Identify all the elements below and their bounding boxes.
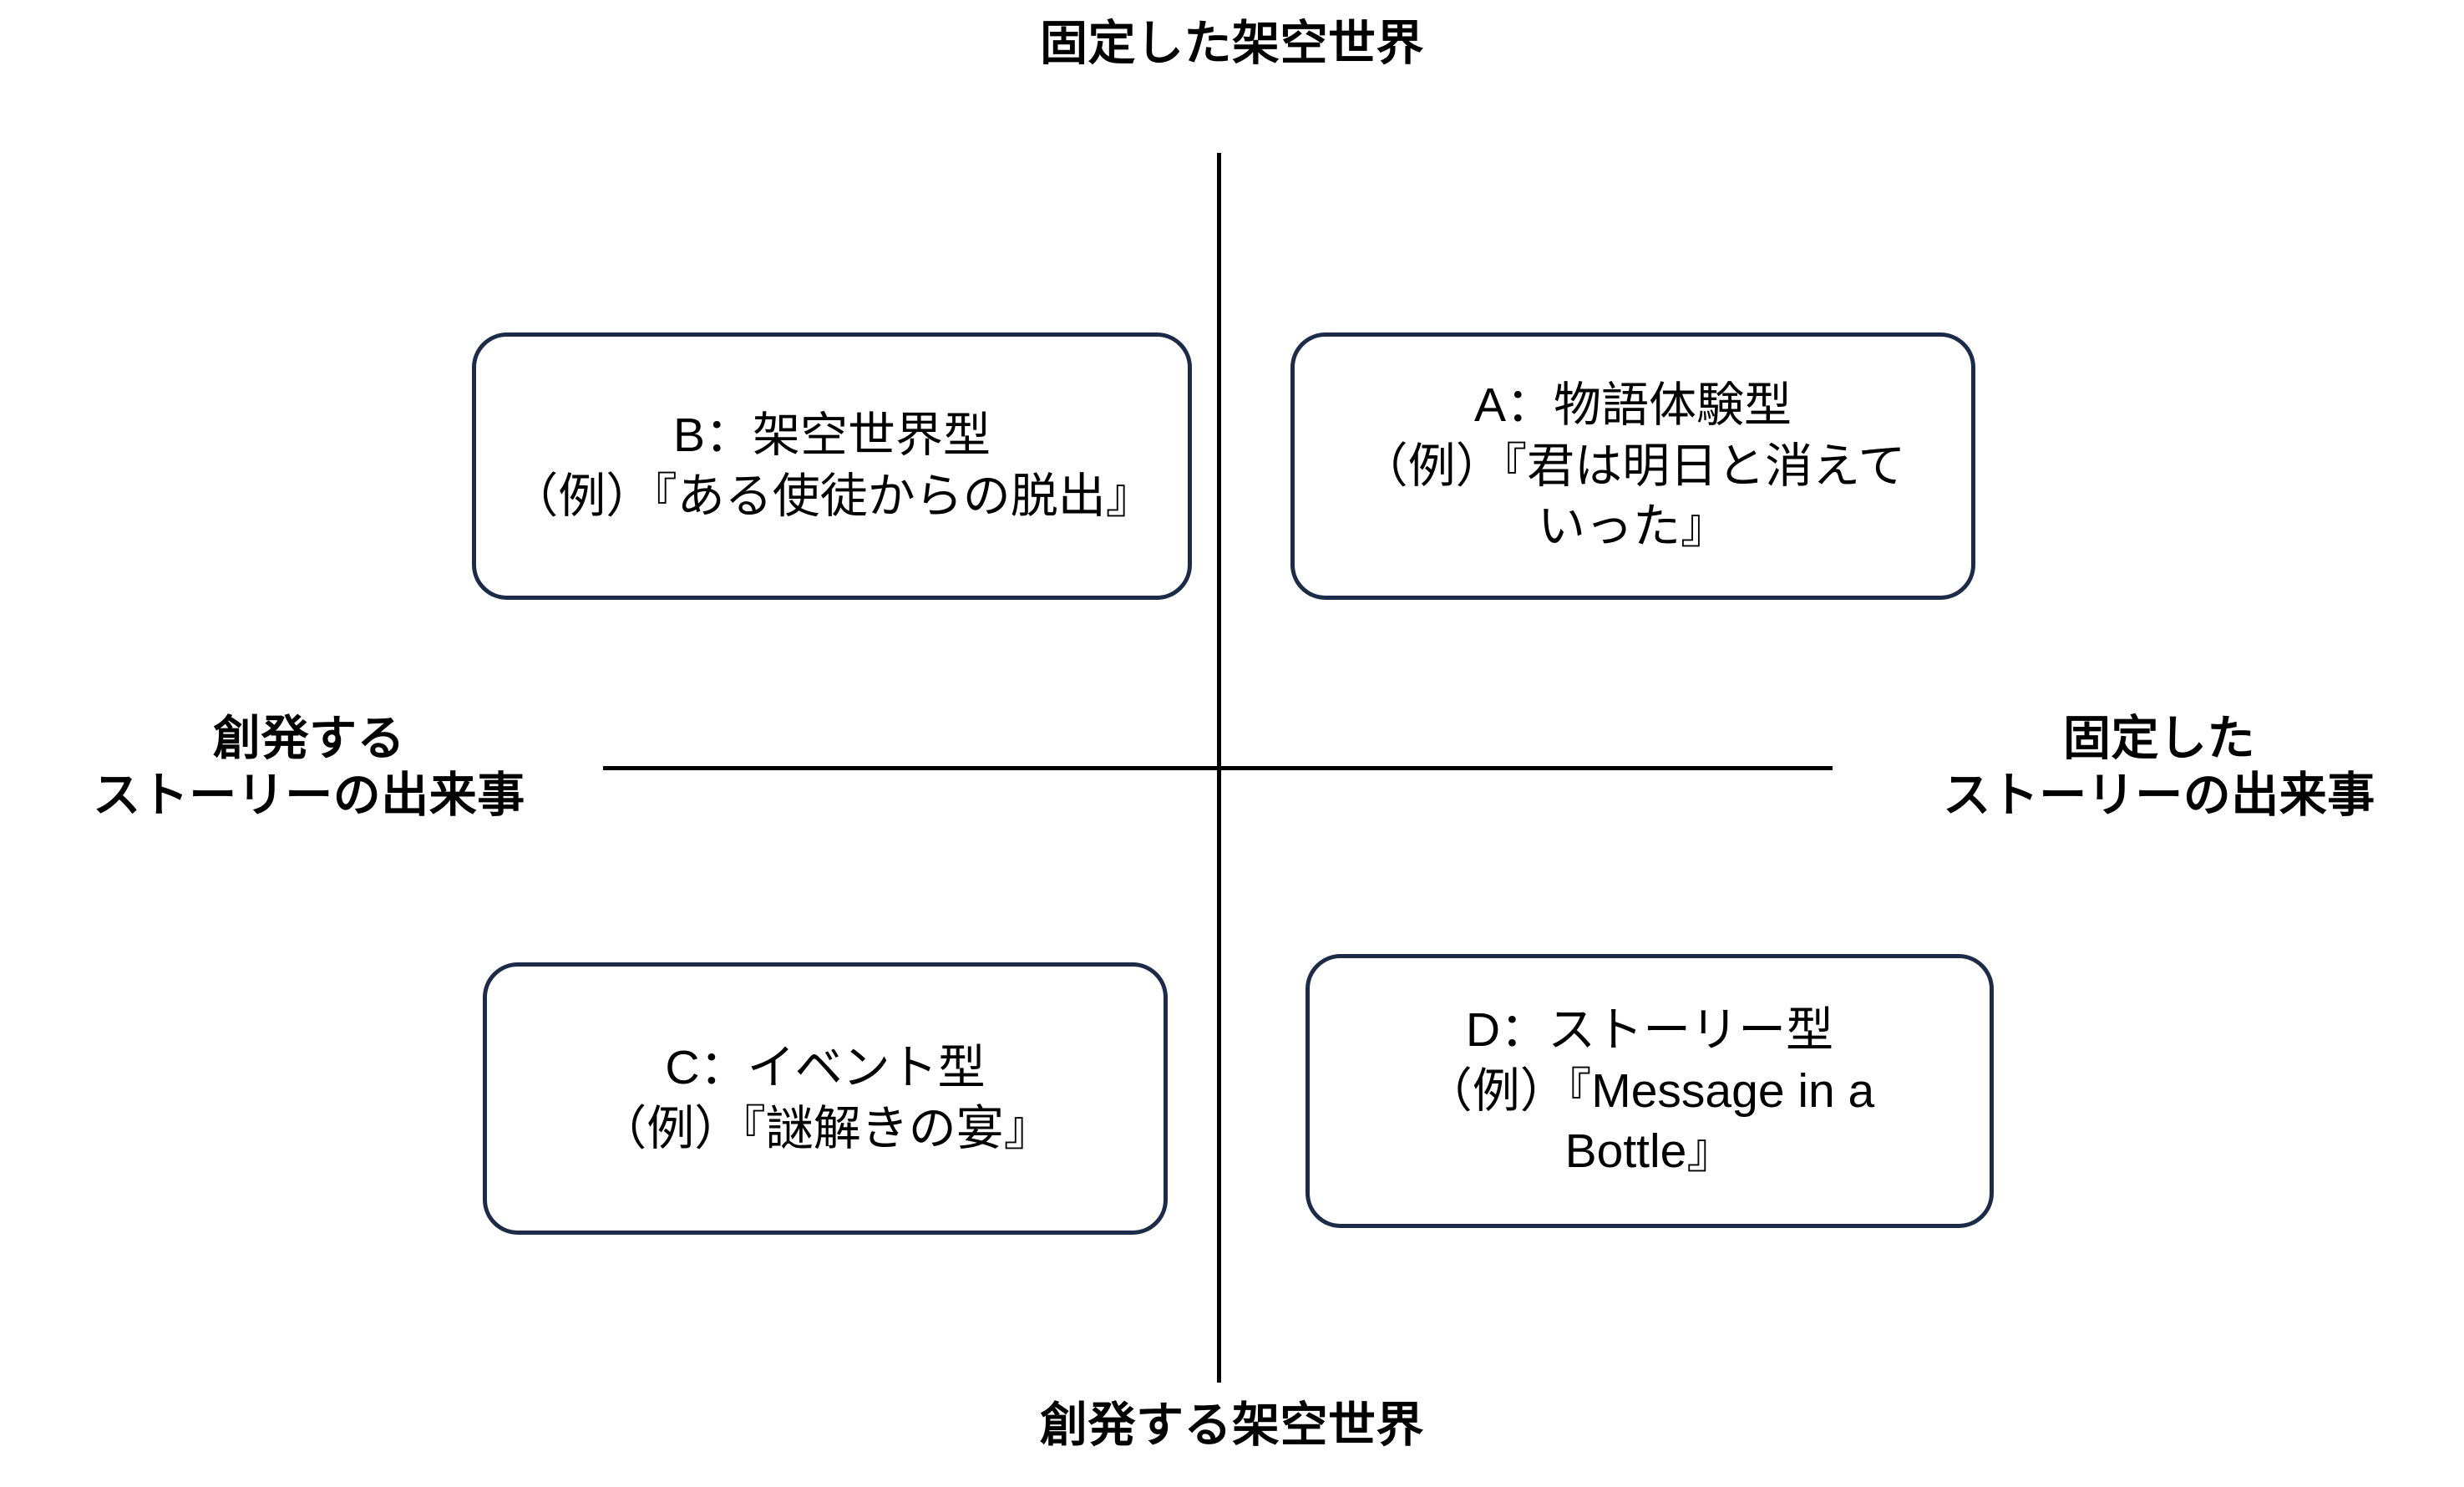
axis-label-left-line1: 創発する xyxy=(213,712,405,765)
quadrant-d-example: （例）『Message in a Bottle』 xyxy=(1424,1063,1875,1179)
axis-label-bottom-text: 創発する架空世界 xyxy=(1040,1398,1424,1452)
horizontal-axis-line xyxy=(603,766,1833,770)
axis-label-left: 創発する ストーリーの出来事 xyxy=(17,710,601,825)
axis-label-right-line2: ストーリーの出来事 xyxy=(1943,769,2375,823)
axis-label-right-line1: 固定した xyxy=(2063,712,2255,765)
quadrant-box-c: C：イベント型 （例）『謎解きの宴』 xyxy=(483,962,1168,1235)
axis-label-top: 固定した架空世界 xyxy=(0,15,2464,72)
quadrant-box-d: D：ストーリー型 （例）『Message in a Bottle』 xyxy=(1306,954,1994,1228)
quadrant-box-a: A：物語体験型 （例）『君は明日と消えていった』 xyxy=(1290,332,1975,600)
quadrant-d-title: D：ストーリー型 xyxy=(1465,1002,1834,1057)
quadrant-c-title: C：イベント型 xyxy=(665,1041,986,1095)
quadrant-b-example: （例）『ある使徒からの脱出』 xyxy=(510,469,1153,523)
axis-label-top-text: 固定した架空世界 xyxy=(1040,17,1424,70)
axis-label-left-line2: ストーリーの出来事 xyxy=(93,769,525,823)
quadrant-box-b: B：架空世界型 （例）『ある使徒からの脱出』 xyxy=(472,332,1192,600)
axis-label-bottom: 創発する架空世界 xyxy=(0,1397,2464,1454)
axis-label-right: 固定した ストーリーの出来事 xyxy=(1867,710,2451,825)
quadrant-c-example: （例）『謎解きの宴』 xyxy=(599,1102,1052,1155)
quadrant-a-example: （例）『君は明日と消えていった』 xyxy=(1360,439,1906,554)
quadrant-a-title: A：物語体験型 xyxy=(1473,378,1792,432)
quadrant-b-title: B：架空世界型 xyxy=(672,409,991,463)
